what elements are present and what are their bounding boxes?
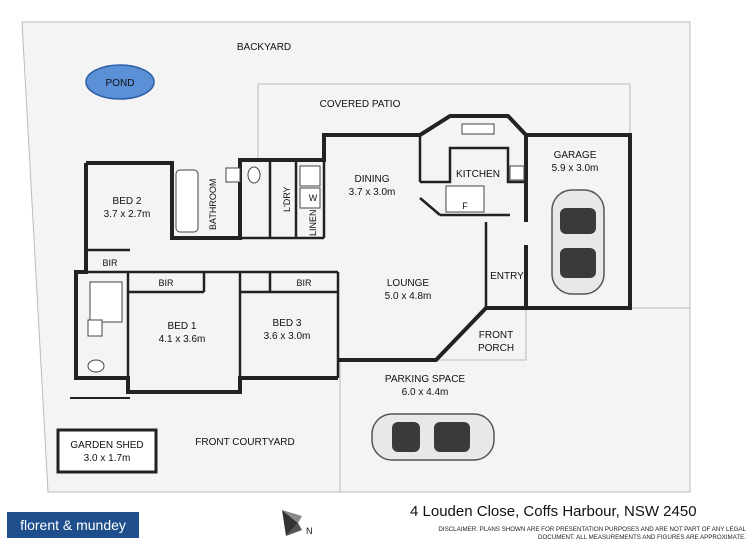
bed3-label: BED 3 xyxy=(273,318,302,329)
linen-label: LINEN xyxy=(308,209,318,236)
kitchen-fixtures xyxy=(445,123,525,213)
pond xyxy=(85,64,155,100)
pond-label: POND xyxy=(106,78,135,89)
backyard-label: BACKYARD xyxy=(237,42,291,53)
dining-size: 3.7 x 3.0m xyxy=(349,187,396,198)
parking-car-icon xyxy=(371,413,495,461)
lounge-size: 5.0 x 4.8m xyxy=(385,291,432,302)
covered-patio-label: COVERED PATIO xyxy=(320,99,401,110)
bed1-size: 4.1 x 3.6m xyxy=(159,334,206,345)
garage-label: GARAGE xyxy=(554,150,597,161)
property-address: 4 Louden Close, Coffs Harbour, NSW 2450 xyxy=(410,503,697,520)
bir-label-bed2: BIR xyxy=(102,258,118,268)
garage-size: 5.9 x 3.0m xyxy=(552,163,599,174)
patio-outline xyxy=(257,83,631,160)
lounge-label: LOUNGE xyxy=(387,278,430,289)
bir-label-bed1: BIR xyxy=(158,278,174,288)
parking-label: PARKING SPACE xyxy=(385,374,466,385)
dining-label: DINING xyxy=(355,174,390,185)
garden-shed-outline xyxy=(56,428,158,474)
parking-size: 6.0 x 4.4m xyxy=(402,387,449,398)
bir-label-bed3: BIR xyxy=(296,278,312,288)
fridge-label: F xyxy=(462,201,468,211)
bed3-size: 3.6 x 3.0m xyxy=(264,331,311,342)
interior-walls xyxy=(86,135,526,392)
bed2-size: 3.7 x 2.7m xyxy=(104,209,151,220)
garage-car-icon xyxy=(551,189,605,295)
front-porch-label-2: PORCH xyxy=(478,343,514,354)
kitchen-label: KITCHEN xyxy=(456,169,500,180)
garden-shed-label: GARDEN SHED xyxy=(70,440,143,451)
front-porch-label-1: FRONT xyxy=(479,330,513,341)
front-courtyard-label: FRONT COURTYARD xyxy=(195,437,294,448)
washer-label: W xyxy=(309,193,318,203)
laundry-label: L'DRY xyxy=(282,186,292,212)
bathroom-label: BATHROOM xyxy=(208,179,218,230)
agency-logo: florent & mundey xyxy=(7,512,139,538)
bed1-label: BED 1 xyxy=(168,321,197,332)
compass-north-label: N xyxy=(306,526,313,536)
bed2-label: BED 2 xyxy=(113,196,142,207)
disclaimer-text: DISCLAIMER: PLANS SHOWN ARE FOR PRESENTA… xyxy=(438,526,746,541)
compass-icon: N xyxy=(282,510,313,536)
bathroom-fixtures xyxy=(87,165,321,373)
garden-shed-size: 3.0 x 1.7m xyxy=(84,453,131,464)
floor-plan: BACKYARD POND COVERED PATIO DINING 3.7 x… xyxy=(21,21,691,493)
entry-label: ENTRY xyxy=(490,271,524,282)
